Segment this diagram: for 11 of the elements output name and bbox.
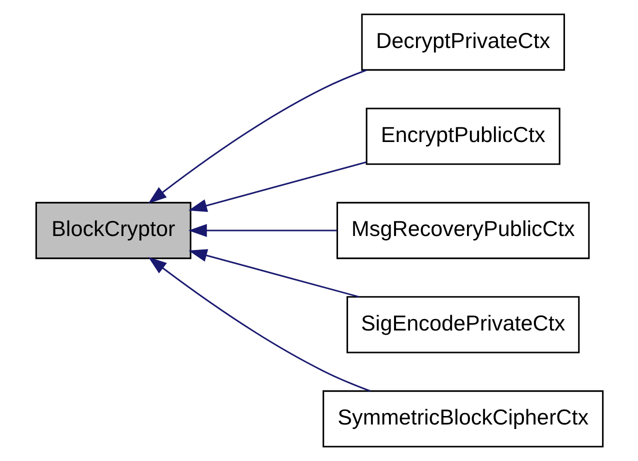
arrow: [148, 69, 366, 204]
arrow: [188, 224, 336, 237]
node-box: BlockCryptor: [34, 202, 191, 260]
node-box: SymmetricBlockCipherCtx: [322, 390, 604, 448]
node-box: EncryptPublicCtx: [365, 108, 560, 165]
node-box: DecryptPrivateCtx: [360, 14, 564, 71]
arrow: [148, 256, 370, 392]
arrow: [188, 249, 359, 298]
arrow: [188, 161, 366, 212]
node-box: MsgRecoveryPublicCtx: [336, 202, 590, 260]
node-box: SigEncodePrivateCtx: [346, 296, 580, 354]
